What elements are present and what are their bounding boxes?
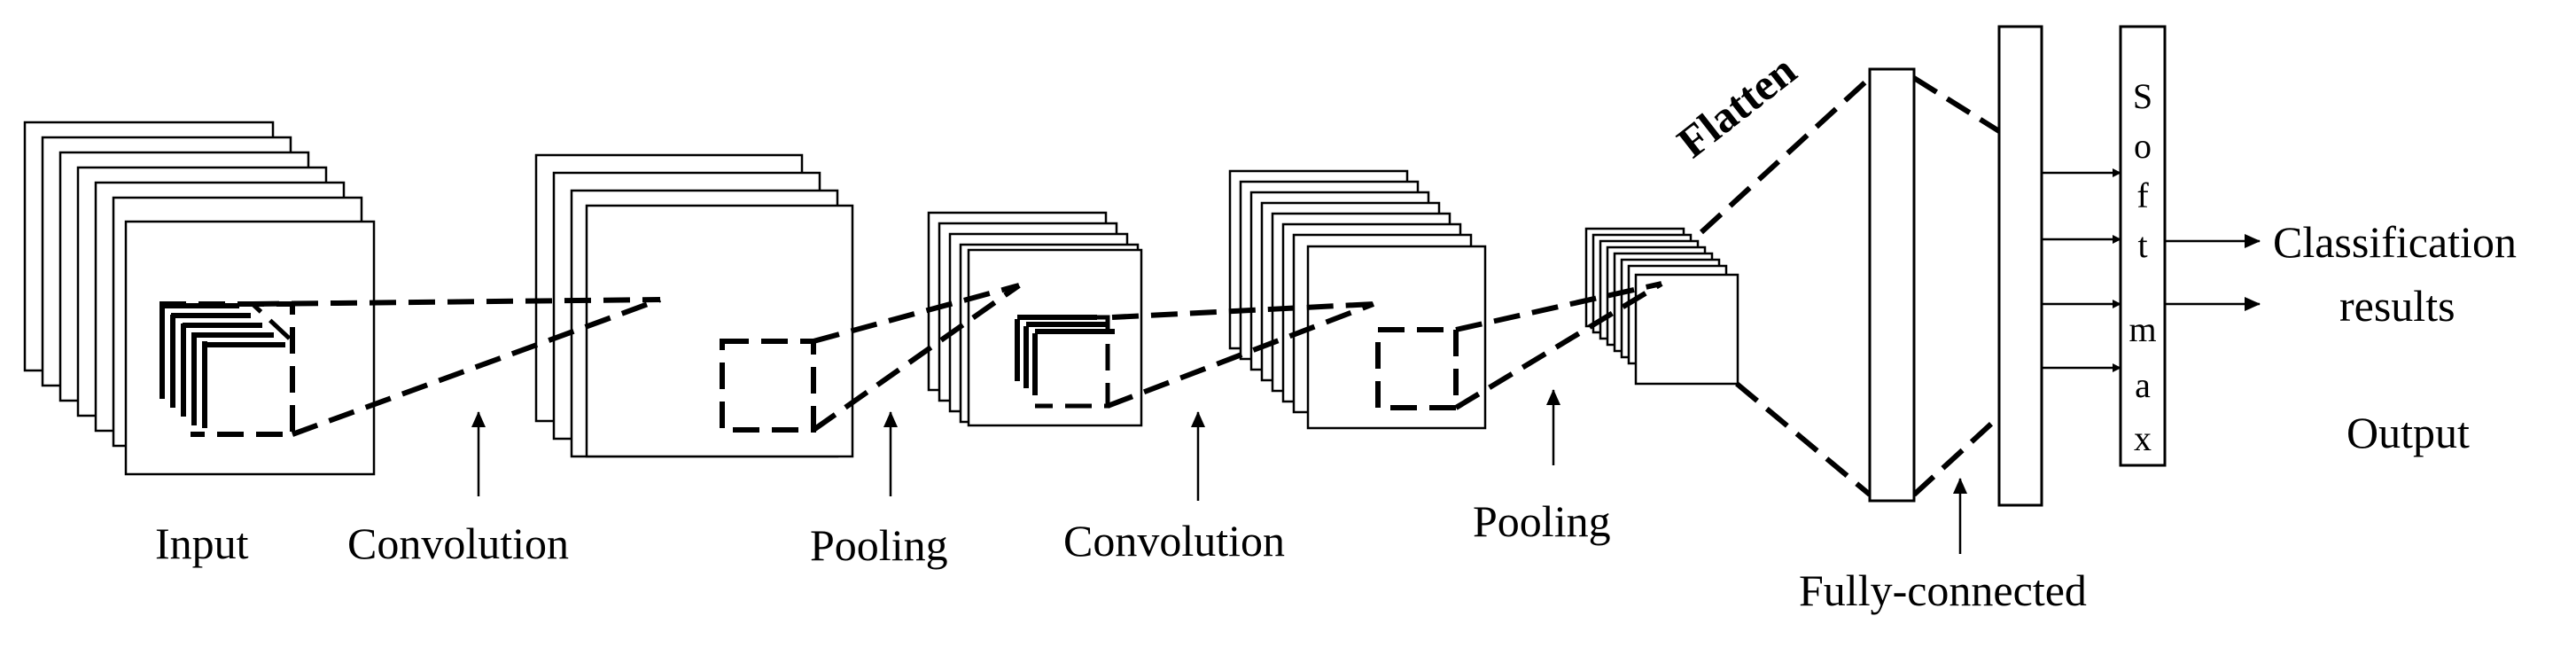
pooling-2-label: Pooling bbox=[1473, 496, 1611, 546]
pool2-feature-map-stack bbox=[1584, 227, 1739, 386]
softmax-letter: x bbox=[2134, 418, 2152, 458]
softmax-letter: S bbox=[2133, 76, 2152, 116]
pool1-feature-map-stack bbox=[927, 211, 1143, 427]
softmax-letter: t bbox=[2137, 225, 2147, 265]
output-label: Output bbox=[2346, 408, 2470, 457]
projection-lines bbox=[252, 75, 2002, 497]
convolution-2-label: Convolution bbox=[1063, 516, 1285, 565]
softmax-label: S o f t m a x bbox=[2129, 76, 2156, 458]
softmax-output-arrows bbox=[2165, 234, 2261, 311]
softmax-layer-bar bbox=[2119, 25, 2167, 467]
fully-connected-label: Fully-connected bbox=[1799, 565, 2087, 615]
input-label: Input bbox=[155, 519, 249, 568]
fully-connected-layer-bar bbox=[1997, 25, 2043, 507]
softmax-letter: o bbox=[2134, 126, 2152, 166]
softmax-letter: a bbox=[2135, 365, 2151, 405]
results-label: results bbox=[2339, 281, 2455, 331]
flatten-layer-bar bbox=[1868, 67, 1916, 503]
softmax-letter: f bbox=[2136, 175, 2149, 215]
classification-label: Classification bbox=[2273, 217, 2517, 267]
pool1-kernel-cube bbox=[1015, 315, 1115, 409]
pooling-1-label: Pooling bbox=[810, 520, 948, 570]
flatten-label: Flatten bbox=[1668, 44, 1805, 167]
convolution-1-label: Convolution bbox=[347, 519, 569, 568]
label-pointer-arrows bbox=[471, 389, 1967, 554]
fc-to-softmax-connections bbox=[2042, 168, 2121, 372]
conv1-feature-map-stack bbox=[534, 153, 854, 458]
input-feature-map-stack bbox=[23, 121, 376, 476]
conv2-feature-map-stack bbox=[1228, 169, 1487, 430]
softmax-letter: m bbox=[2129, 309, 2156, 349]
